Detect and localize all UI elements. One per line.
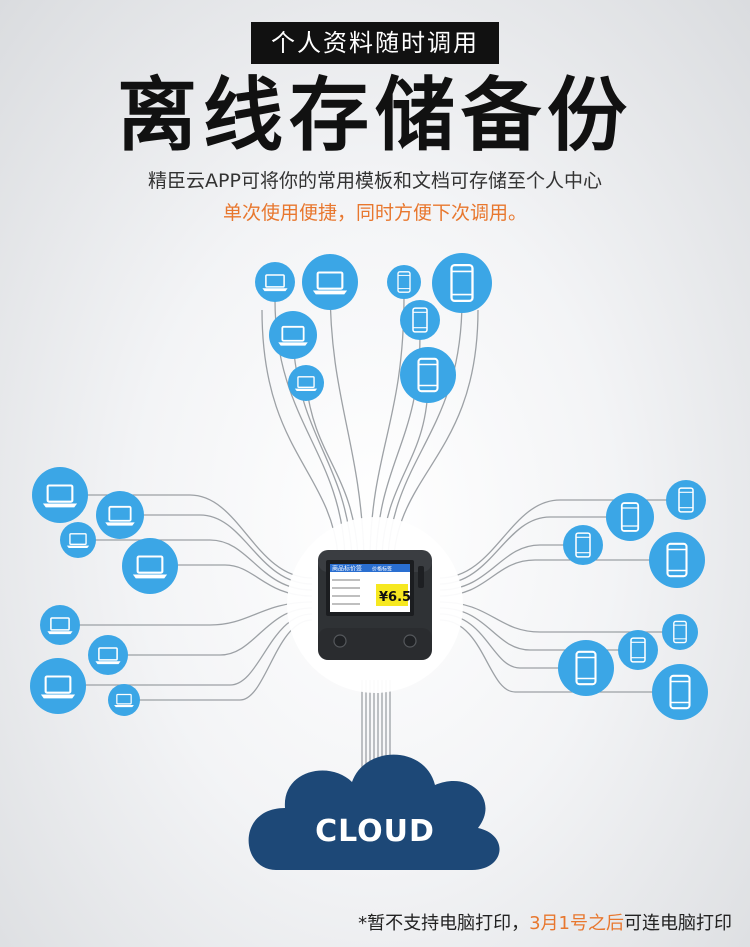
phone-node bbox=[400, 300, 440, 340]
laptop-node bbox=[88, 635, 128, 675]
label-printer-device: 商品标价签 价格标签 ¥6.5 bbox=[318, 550, 432, 660]
laptop-node bbox=[122, 538, 178, 594]
screen-title: 商品标价签 bbox=[332, 565, 362, 573]
cloud-label: CLOUD bbox=[315, 814, 435, 849]
price-value: ¥6.5 bbox=[379, 590, 411, 605]
phone-node bbox=[662, 614, 698, 650]
phone-node bbox=[606, 493, 654, 541]
footnote: *暂不支持电脑打印，3月1号之后可连电脑打印 bbox=[358, 912, 732, 936]
footnote-part-1: *暂不支持电脑打印， bbox=[358, 913, 530, 934]
phone-node bbox=[563, 525, 603, 565]
laptop-node bbox=[96, 491, 144, 539]
phone-node bbox=[432, 253, 492, 313]
footnote-highlight: 3月1号之后 bbox=[529, 913, 624, 934]
laptop-node bbox=[40, 605, 80, 645]
page-title: 离线存储备份 bbox=[117, 69, 633, 162]
phone-node bbox=[666, 480, 706, 520]
phone-node bbox=[649, 532, 705, 588]
footnote-part-3: 可连电脑打印 bbox=[624, 913, 732, 934]
screen-tag: 价格标签 bbox=[372, 566, 392, 573]
laptop-node bbox=[30, 658, 86, 714]
description-line-1: 精臣云APP可将你的常用模板和文档可存储至个人中心 bbox=[148, 170, 602, 192]
phone-node bbox=[558, 640, 614, 696]
laptop-node bbox=[255, 262, 295, 302]
phone-node bbox=[618, 630, 658, 670]
cloud-shape bbox=[248, 754, 500, 870]
phone-node bbox=[652, 664, 708, 720]
laptop-node bbox=[269, 311, 317, 359]
laptop-node bbox=[60, 522, 96, 558]
description-line-2: 单次使用便捷，同时方便下次调用。 bbox=[222, 202, 527, 224]
header-tag: 个人资料随时调用 bbox=[251, 22, 499, 64]
laptop-node bbox=[288, 365, 324, 401]
laptop-node bbox=[108, 684, 140, 716]
phone-node bbox=[387, 265, 421, 299]
laptop-node bbox=[302, 254, 358, 310]
laptop-node bbox=[32, 467, 88, 523]
phone-node bbox=[400, 347, 456, 403]
